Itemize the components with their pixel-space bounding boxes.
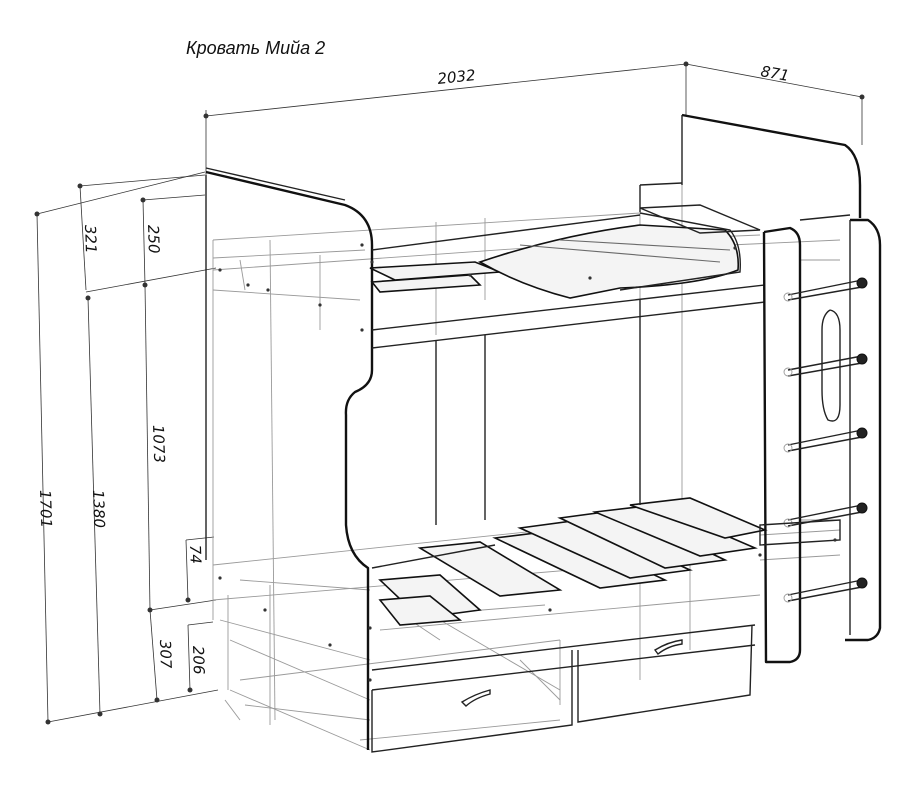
fastener-dots bbox=[218, 243, 837, 682]
ladder-rungs bbox=[783, 277, 868, 603]
dim-lower-height: 307 bbox=[156, 640, 175, 670]
dim-upper-height: 1380 bbox=[89, 490, 108, 529]
dim-top-rail: 250 bbox=[144, 225, 163, 254]
dimension-lines bbox=[34, 61, 865, 725]
bed-outline bbox=[205, 113, 882, 753]
dimension-labels: 2032 871 1701 1380 321 250 1073 74 307 2… bbox=[36, 62, 791, 675]
drawing-title: Кровать Мийа 2 bbox=[186, 38, 326, 58]
lower-slats bbox=[378, 497, 768, 626]
dim-top-headboard: 321 bbox=[81, 225, 100, 254]
dim-depth: 871 bbox=[759, 62, 790, 85]
dim-lower-rail: 74 bbox=[186, 545, 205, 565]
dim-drawer-height: 206 bbox=[189, 646, 208, 675]
dim-upper-to-lower: 1073 bbox=[149, 425, 168, 464]
dim-length: 2032 bbox=[437, 66, 477, 88]
dim-total-height: 1701 bbox=[36, 490, 55, 529]
upper-slats bbox=[369, 224, 740, 299]
